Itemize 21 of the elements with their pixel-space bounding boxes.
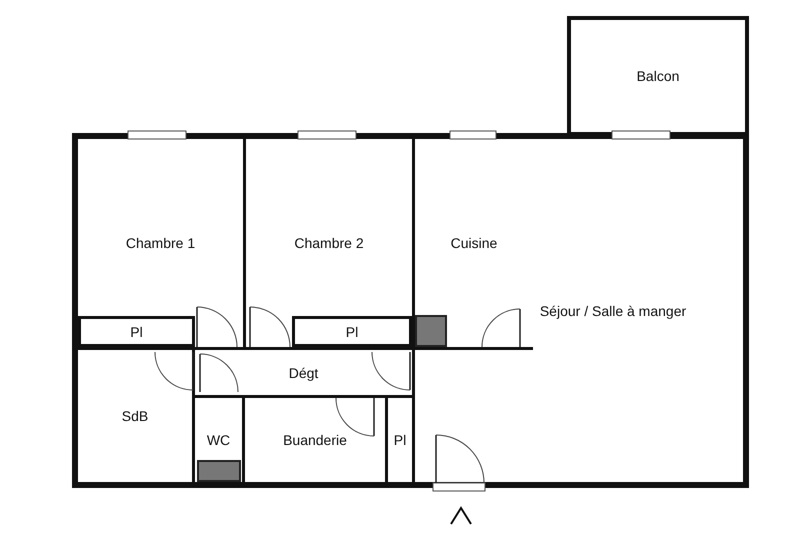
room [72, 347, 195, 488]
room-label: Cuisine [450, 235, 498, 251]
room-label: Buanderie [283, 432, 347, 448]
room [385, 395, 415, 488]
room [243, 133, 415, 350]
room-label: Dégt [288, 364, 318, 380]
room-label: Pl [130, 324, 143, 340]
room-label: WC [206, 432, 230, 448]
room [72, 133, 246, 350]
room-label: SdB [122, 408, 148, 424]
room [533, 133, 749, 488]
room [412, 133, 536, 350]
room-label: Pl [346, 324, 358, 340]
room [292, 316, 412, 347]
room-label: Pl [394, 432, 406, 448]
room-label: Chambre 2 [294, 235, 364, 251]
room-label: Chambre 1 [126, 235, 196, 251]
room-label: Séjour / Salle à manger [540, 302, 686, 318]
room [567, 16, 749, 136]
room-label: Balcon [636, 68, 680, 84]
room [78, 316, 195, 347]
